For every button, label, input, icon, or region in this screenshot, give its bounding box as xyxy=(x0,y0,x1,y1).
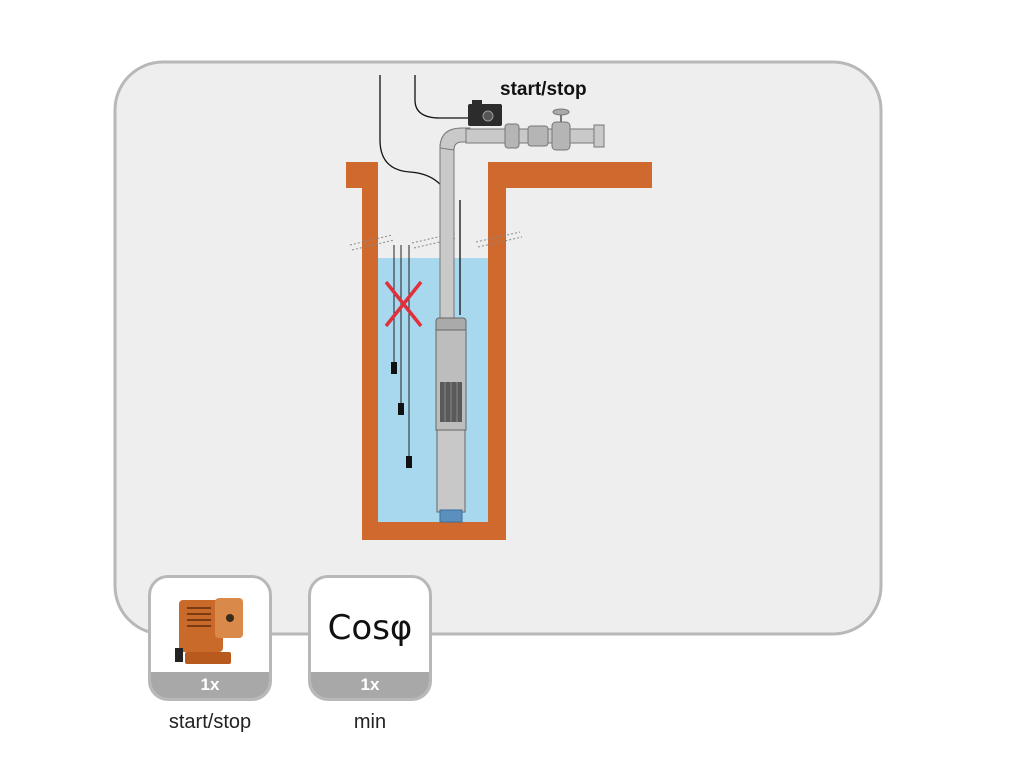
component-card-cos-phi: Cosφ 1x xyxy=(308,575,432,701)
cos-phi-symbol: Cosφ xyxy=(327,608,413,648)
float-switch-lower xyxy=(406,456,412,468)
pressure-switch-icon xyxy=(175,598,243,664)
cos-phi-quantity: 1x xyxy=(311,672,429,698)
pump-motor xyxy=(436,429,466,513)
cross-mark xyxy=(384,280,423,328)
pump-base xyxy=(439,509,463,523)
well-wall xyxy=(346,162,652,540)
start-stop-switch xyxy=(468,100,502,126)
pressure-switch-caption: start/stop xyxy=(168,711,252,733)
riser-pipe xyxy=(439,144,455,326)
pressure-switch-quantity: 1x xyxy=(151,672,269,698)
gate-valve xyxy=(551,121,571,151)
float-switch-upper xyxy=(391,362,397,374)
float-switch-middle xyxy=(398,403,404,415)
component-card-pressure-switch: 1x xyxy=(148,575,272,701)
cos-phi-caption: min xyxy=(353,711,387,733)
check-valve xyxy=(504,123,520,149)
control-cable xyxy=(414,75,470,119)
discharge-line xyxy=(465,108,605,151)
well-water xyxy=(378,258,488,522)
submersible-pump xyxy=(435,317,467,523)
level-floats xyxy=(391,245,412,468)
start-stop-label: start/stop xyxy=(500,79,587,100)
